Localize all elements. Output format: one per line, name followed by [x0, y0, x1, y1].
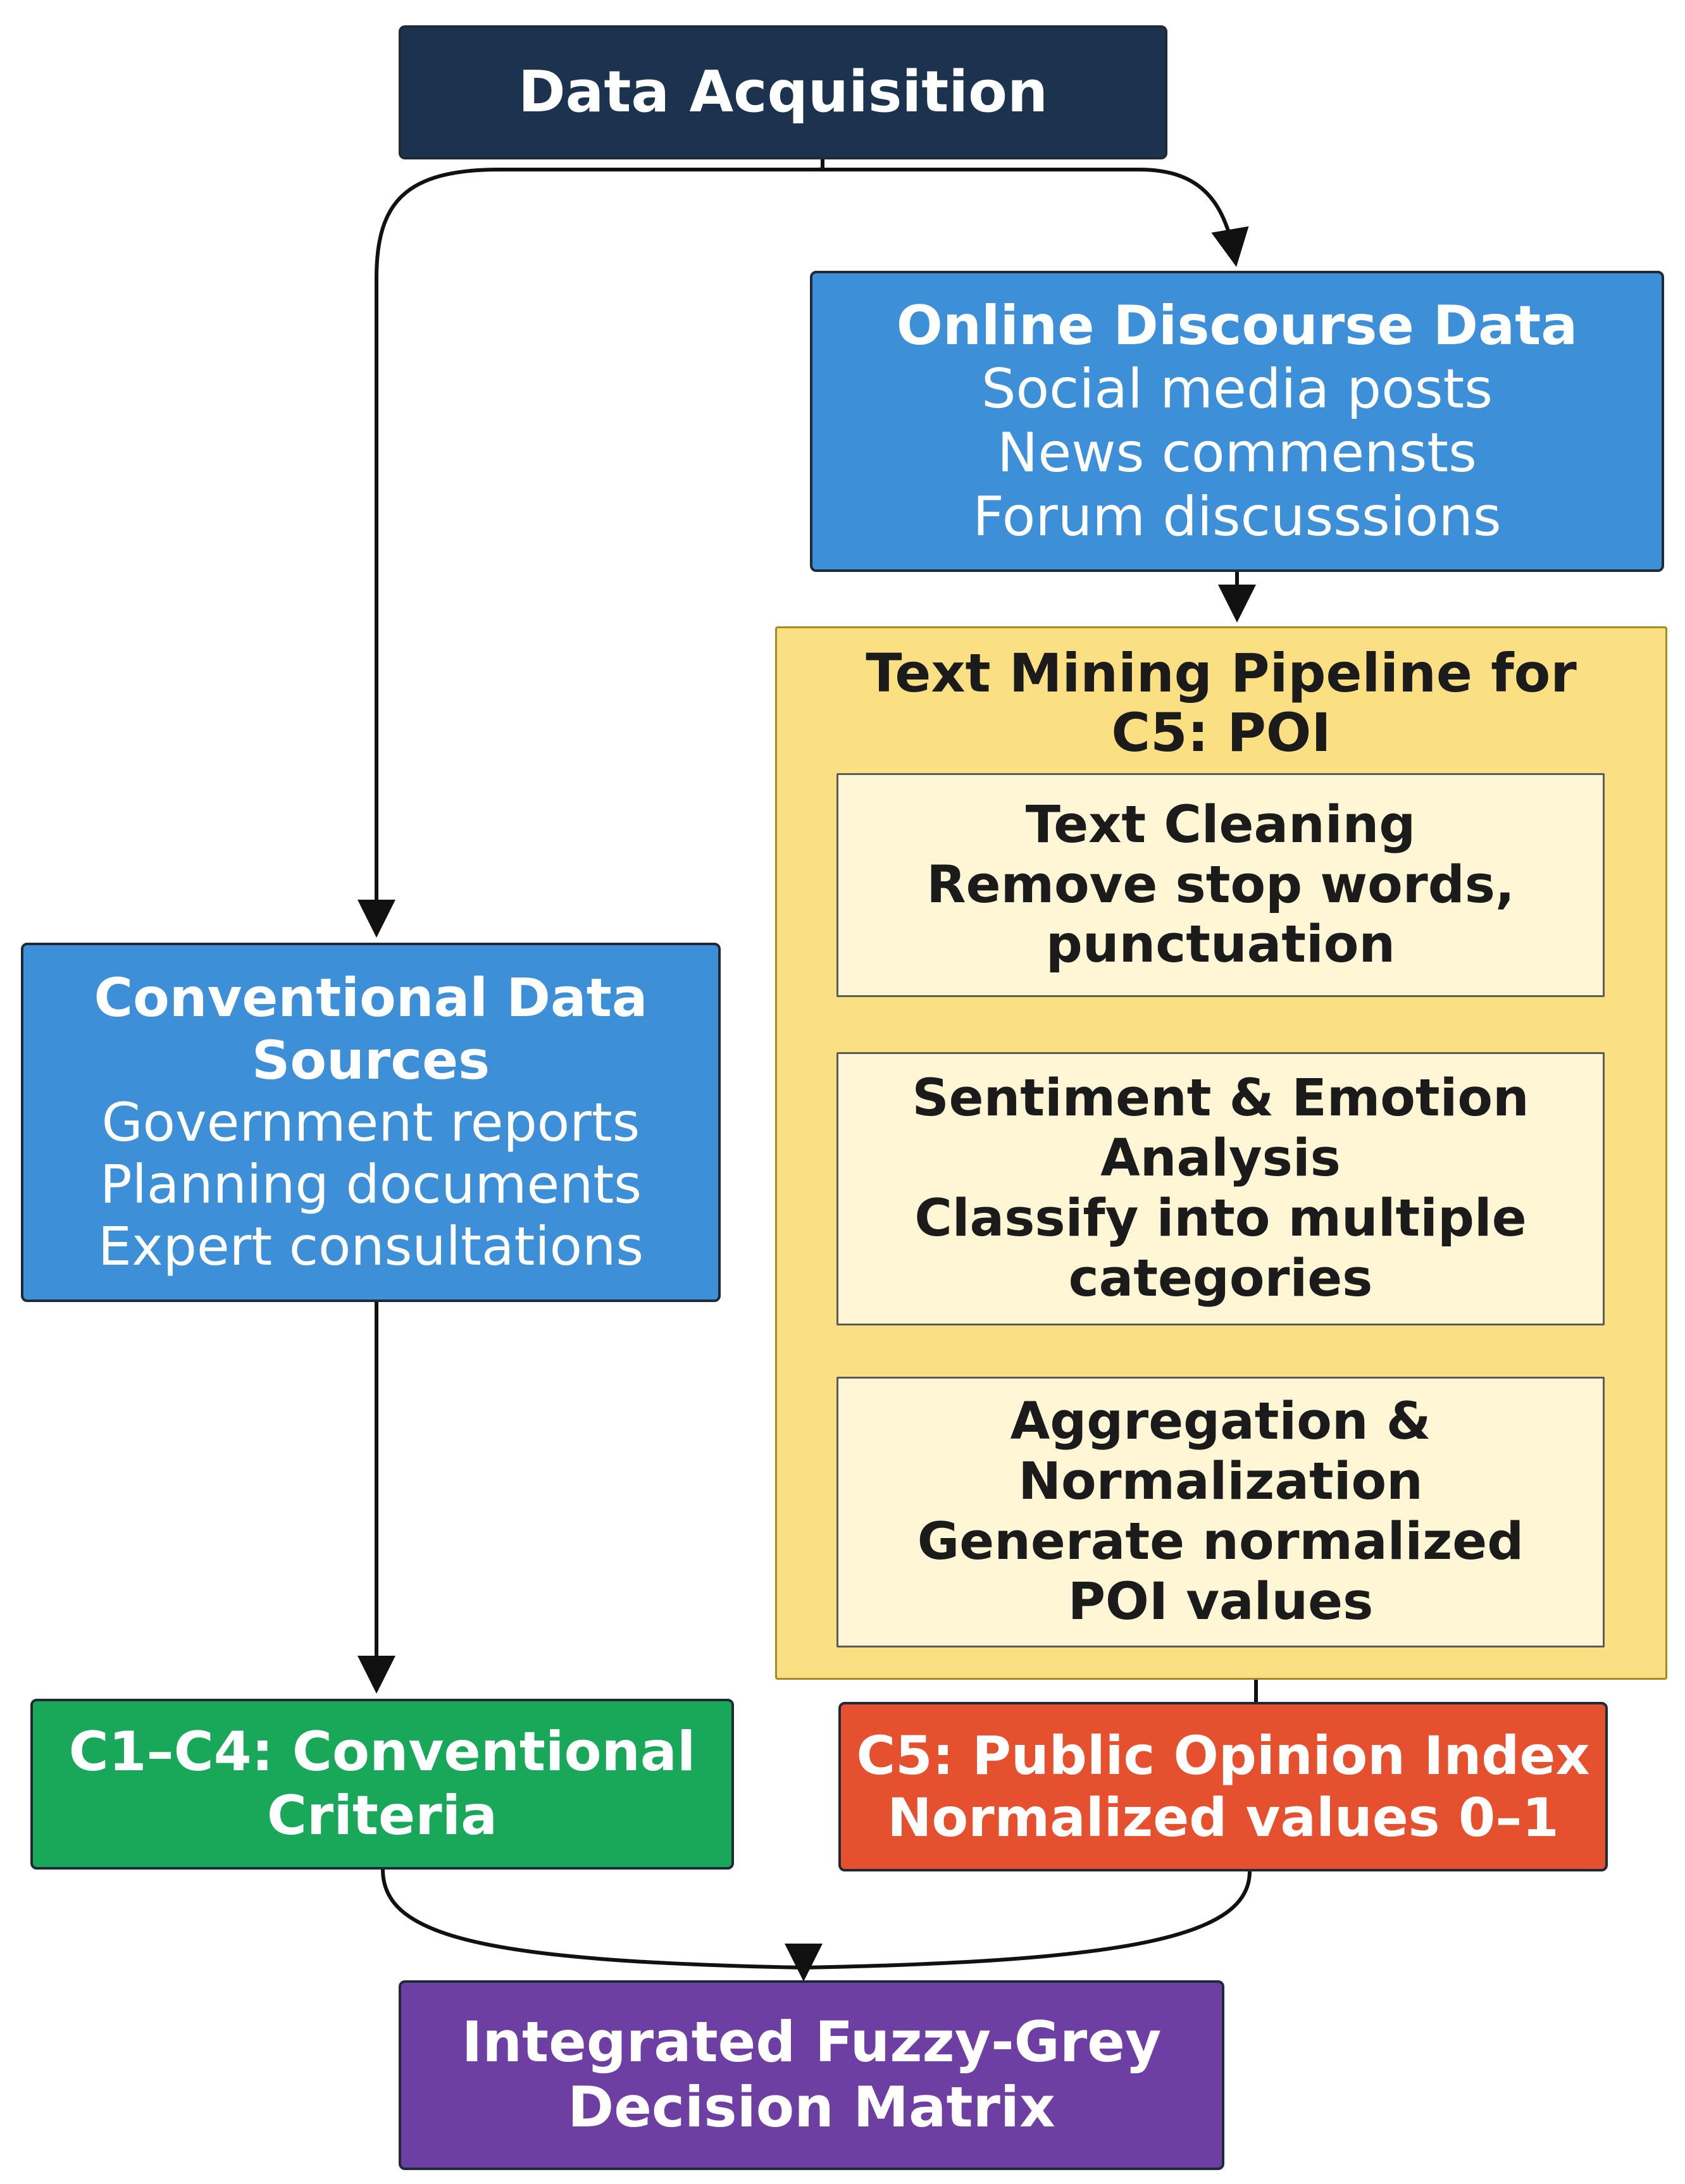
- online-item: Forum discusssions: [973, 485, 1502, 549]
- c1-c4-line: Criteria: [266, 1784, 498, 1847]
- c5-line: Normalized values 0–1: [887, 1787, 1559, 1849]
- c5-line: C5: Public Opinion Index: [856, 1724, 1590, 1787]
- conventional-item: Government reports: [101, 1091, 640, 1153]
- step-line: Remove stop words,: [926, 855, 1515, 915]
- arrow-acquisition-to-online: [816, 168, 1249, 267]
- data-acquisition-box: Data Acquisition: [399, 25, 1167, 159]
- pipeline-title-line: Text Mining Pipeline for: [866, 642, 1577, 704]
- step-line: Text Cleaning: [1025, 795, 1416, 855]
- step-line: Generate normalized: [917, 1512, 1524, 1572]
- conventional-item: Planning documents: [99, 1153, 642, 1216]
- step-line: Sentiment & Emotion: [912, 1069, 1529, 1129]
- c1-c4-criteria-box: C1–C4: Conventional Criteria: [30, 1699, 734, 1870]
- conventional-title-line: Sources: [251, 1029, 490, 1091]
- c1-c4-line: C1–C4: Conventional: [68, 1720, 696, 1784]
- step-line: Normalization: [1018, 1452, 1423, 1512]
- c5-public-opinion-index-box: C5: Public Opinion Index Normalized valu…: [838, 1702, 1608, 1871]
- matrix-line: Decision Matrix: [568, 2075, 1055, 2140]
- step-line: categories: [1068, 1248, 1373, 1308]
- data-acquisition-title: Data Acquisition: [518, 59, 1048, 126]
- aggregation-normalization-step: Aggregation & Normalization Generate nor…: [836, 1377, 1605, 1647]
- arrow-acquisition-to-conventional: [358, 159, 824, 938]
- step-line: Analysis: [1100, 1129, 1341, 1189]
- online-discourse-box: Online Discourse Data Social media posts…: [810, 271, 1664, 572]
- step-line: Classify into multiple: [914, 1189, 1527, 1248]
- step-line: punctuation: [1045, 915, 1396, 975]
- text-cleaning-step: Text Cleaning Remove stop words, punctua…: [836, 773, 1605, 997]
- step-line: POI values: [1067, 1572, 1374, 1632]
- conventional-title-line: Conventional Data: [94, 967, 648, 1029]
- decision-matrix-box: Integrated Fuzzy-Grey Decision Matrix: [399, 1980, 1224, 2170]
- step-line: Aggregation &: [1010, 1392, 1431, 1452]
- online-item: News commensts: [997, 421, 1477, 485]
- conventional-data-sources-box: Conventional Data Sources Government rep…: [21, 943, 721, 1302]
- sentiment-analysis-step: Sentiment & Emotion Analysis Classify in…: [836, 1052, 1605, 1325]
- matrix-line: Integrated Fuzzy-Grey: [461, 2009, 1162, 2075]
- merge-curve: [381, 1869, 1252, 1970]
- online-item: Social media posts: [981, 357, 1493, 421]
- pipeline-title: Text Mining Pipeline for C5: POI: [777, 643, 1665, 762]
- pipeline-title-line: C5: POI: [1111, 702, 1331, 764]
- conventional-item: Expert consultations: [97, 1215, 644, 1278]
- online-discourse-title: Online Discourse Data: [896, 294, 1578, 357]
